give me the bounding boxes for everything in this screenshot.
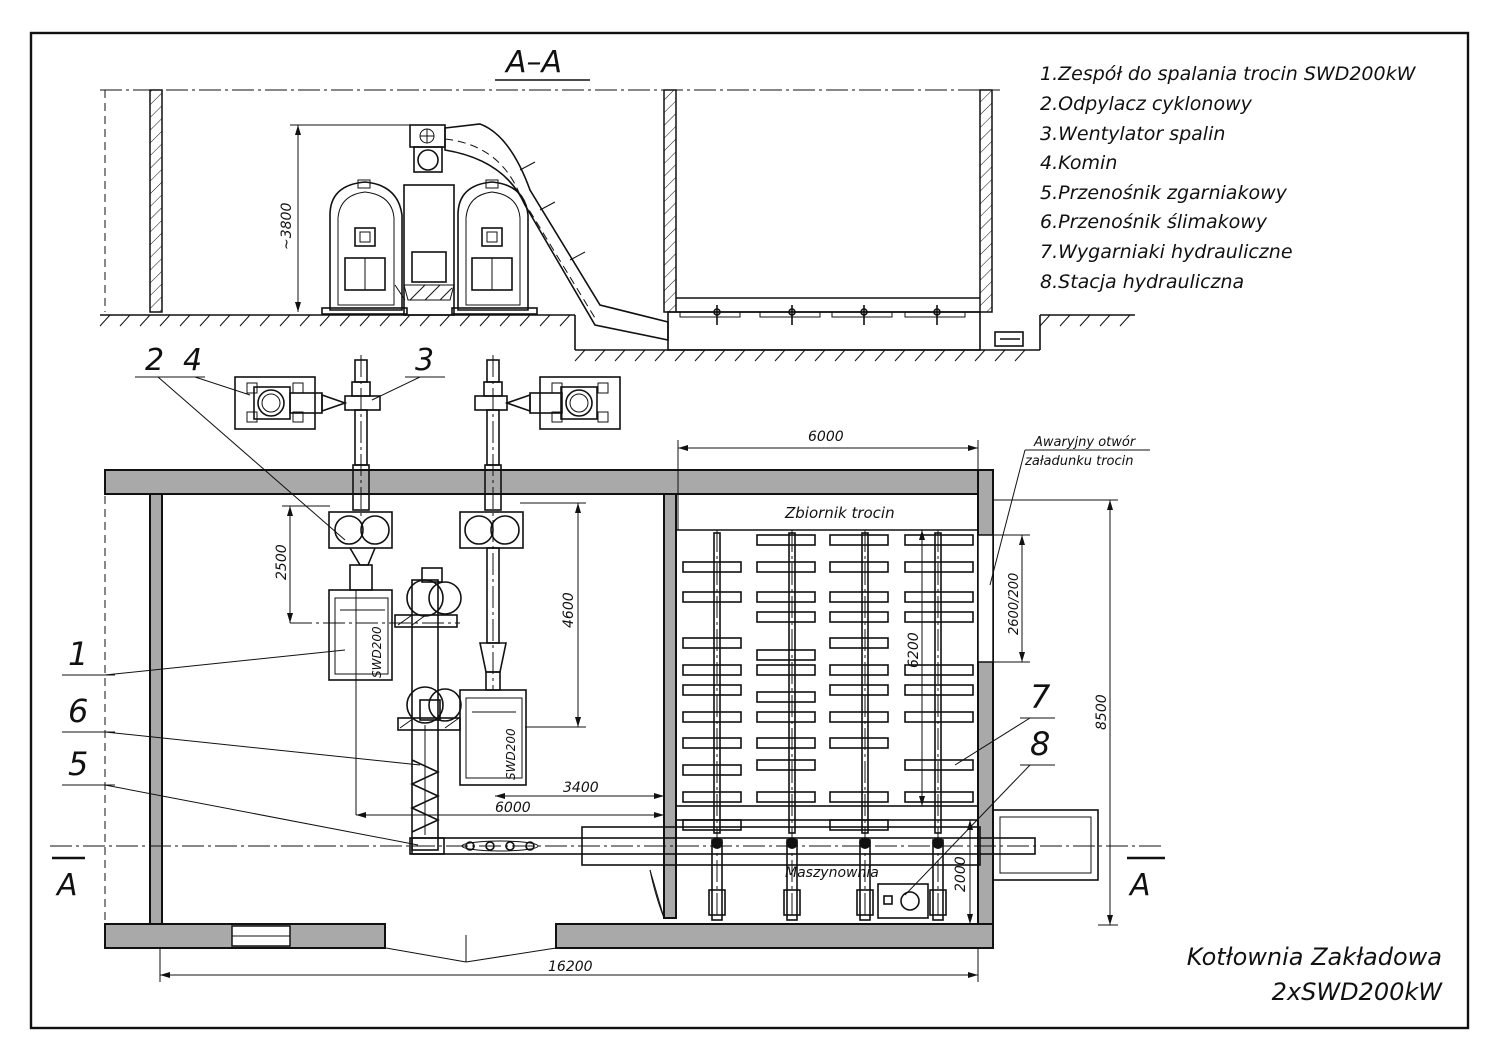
dim-boiler-spacing: 3400 — [563, 780, 599, 796]
title-block: Kotłownia Zakładowa 2xSWD200kW — [1187, 943, 1444, 1006]
pit-floor — [667, 311, 981, 351]
callouts: 2 4 3 1 6 5 7 8 — [62, 343, 1055, 896]
dim-tank-depth: 6200 — [906, 632, 922, 668]
title-line-2: 2xSWD200kW — [1272, 978, 1444, 1006]
legend-item-6: 6.Przenośnik ślimakowy — [1040, 211, 1268, 233]
dim-building-length: 16200 — [548, 959, 593, 975]
legend-item-7: 7.Wygarniaki hydrauliczne — [1040, 241, 1293, 263]
legend-item-1: 1.Zespół do spalania trocin SWD200kW — [1040, 63, 1417, 85]
section-label: A–A — [504, 45, 562, 80]
dim-height-section: ~3800 — [279, 203, 295, 250]
boiler-unit-1: SWD200 — [328, 589, 393, 681]
legend-item-5: 5.Przenośnik zgarniakowy — [1040, 182, 1288, 204]
callout-2: 2 — [145, 343, 164, 378]
boiler-section-left — [321, 179, 408, 315]
tank-push-floor — [682, 530, 974, 918]
chimney-right — [529, 376, 621, 430]
dim-tank-width: 6000 — [808, 429, 844, 445]
legend-item-8: 8.Stacja hydrauliczna — [1040, 271, 1244, 293]
cyclone-left — [328, 511, 393, 591]
section-mark-left: A — [55, 868, 78, 903]
hydraulic-station-section — [994, 331, 1024, 347]
legend: 1.Zespół do spalania trocin SWD200kW 2.O… — [1040, 63, 1417, 293]
callout-7: 7 — [1030, 678, 1051, 716]
cyclone-right — [459, 511, 524, 691]
section-mark-right: A — [1128, 868, 1151, 903]
drawing-frame — [29, 31, 1470, 1030]
dim-conveyor-length: 6000 — [495, 800, 531, 816]
fan-right — [474, 355, 531, 690]
boiler-1-label: SWD200 — [370, 626, 384, 678]
callout-1: 1 — [68, 635, 88, 673]
plan-view: 2600/200 Awaryjny otwór załadunku trocin… — [50, 355, 1165, 982]
boiler-2-label: SWD200 — [504, 728, 518, 780]
hydraulic-station — [877, 883, 929, 919]
callout-4: 4 — [183, 343, 202, 378]
dim-cyclone-offset: 2500 — [274, 544, 290, 580]
label-tank: Zbiornik trocin — [784, 504, 895, 522]
section-wall-middle — [663, 89, 677, 313]
label-emergency-2: załadunku trocin — [1024, 454, 1134, 469]
dim-fan-boiler: 4600 — [561, 592, 577, 628]
section-marks: A A — [52, 856, 1165, 903]
legend-item-4: 4.Komin — [1040, 152, 1117, 174]
chimney-left — [234, 376, 323, 430]
boiler-unit-2: SWD200 — [459, 689, 527, 786]
legend-item-2: 2.Odpylacz cyklonowy — [1040, 93, 1253, 115]
label-machine-room: Maszynownia — [785, 865, 879, 881]
callout-6: 6 — [68, 692, 88, 730]
legend-item-3: 3.Wentylator spalin — [1040, 123, 1225, 145]
dim-opening: 2600/200 — [1007, 573, 1022, 635]
section-view: A–A — [99, 45, 1135, 362]
label-emergency-1: Awaryjny otwór — [1033, 435, 1137, 450]
plan-wall-top — [104, 469, 994, 495]
section-wall-right — [979, 89, 993, 313]
dim-machine-room: 2000 — [953, 856, 969, 892]
callout-5: 5 — [68, 745, 88, 783]
callout-3: 3 — [415, 343, 434, 378]
plan-wall-left — [149, 493, 163, 925]
plan-wall-middle — [663, 493, 677, 919]
dim-building-depth: 8500 — [1094, 694, 1110, 730]
emergency-opening — [977, 534, 994, 663]
fan-left — [321, 355, 381, 520]
inclined-conveyor — [444, 123, 669, 341]
plan-wall-bottom-right — [555, 923, 994, 949]
callout-8: 8 — [1030, 725, 1050, 763]
boiler-section-right — [451, 179, 538, 315]
section-wall-left — [149, 89, 163, 313]
title-line-1: Kotłownia Zakładowa — [1187, 943, 1442, 971]
